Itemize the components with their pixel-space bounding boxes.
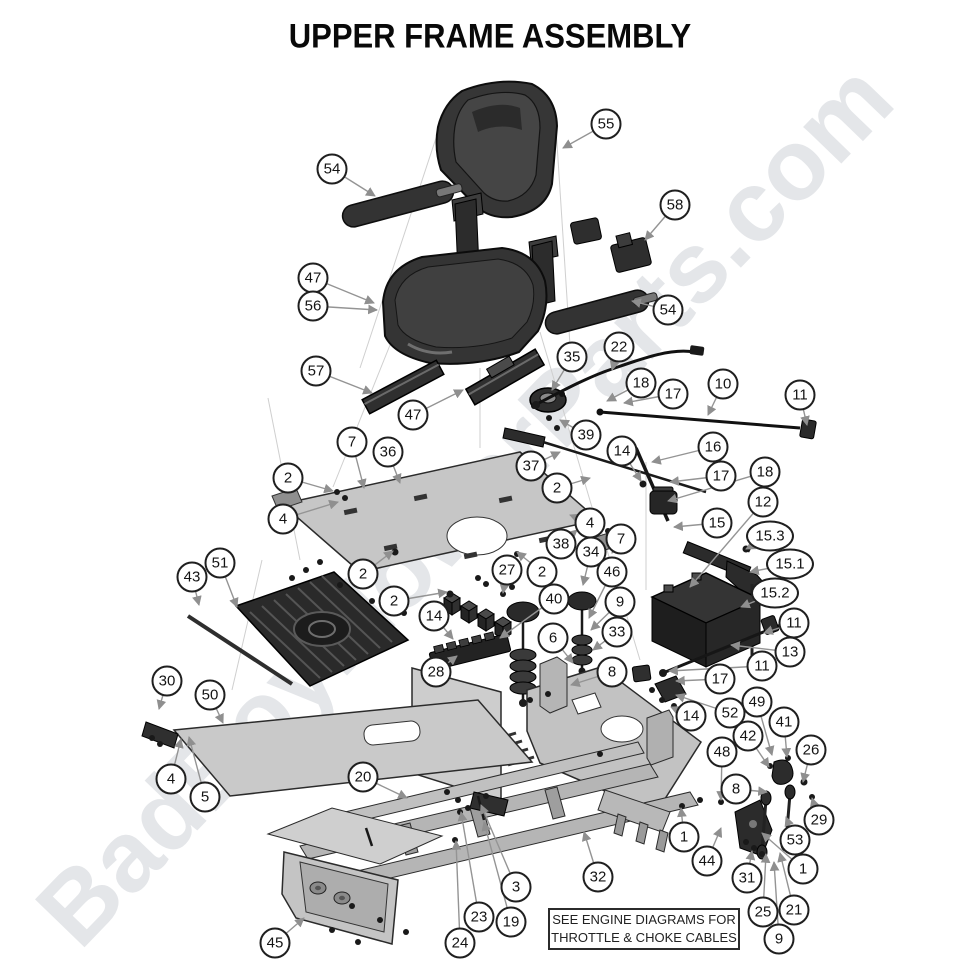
seat-rail-left [361, 359, 445, 415]
floor-grille [234, 571, 410, 687]
page-title: UPPER FRAME ASSEMBLY [288, 16, 692, 56]
floor-panel [141, 699, 534, 817]
frame-channel-center [539, 656, 568, 714]
grille-trim [186, 614, 294, 686]
front-bumper [266, 807, 444, 945]
seatbelt-bracket [610, 232, 652, 273]
note-line-2: THROTTLE & CHOKE CABLES [551, 930, 737, 945]
seat-rail-right [464, 348, 546, 406]
armrest-left [341, 180, 463, 228]
battery [650, 572, 762, 668]
seatbelt-bracket-small [570, 217, 602, 245]
seat-cushion [381, 246, 548, 365]
seat-back [435, 80, 559, 219]
frame-channel-right [646, 709, 674, 766]
note-line-1: SEE ENGINE DIAGRAMS FOR [552, 912, 736, 928]
frame-flange [597, 789, 671, 853]
engine-note: SEE ENGINE DIAGRAMS FOR THROTTLE & CHOKE… [548, 908, 740, 950]
